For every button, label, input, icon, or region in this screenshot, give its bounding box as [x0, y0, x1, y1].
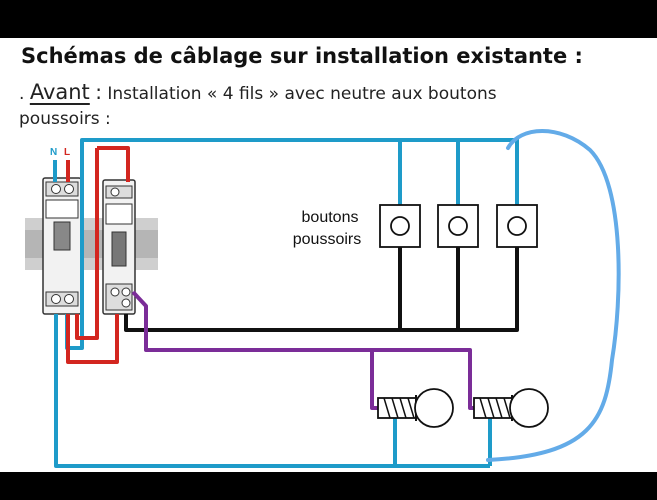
hand-drawn-neutral-wire [486, 129, 621, 462]
lamp-2 [473, 388, 549, 428]
subtitle-keyword: Avant [29, 80, 90, 104]
bottom-black-bar [0, 472, 657, 500]
control-wires [124, 246, 519, 332]
top-black-bar [0, 0, 657, 38]
circuit-breaker [42, 177, 82, 315]
subtitle-separator: : [95, 80, 102, 104]
telerupteur [102, 179, 136, 315]
subtitle-prefix: . [19, 84, 25, 104]
page-subtitle: . Avant : Installation « 4 fils » avec n… [19, 80, 579, 132]
pushbutton-label-line2: poussoirs [293, 231, 361, 248]
terminal-l-label: L [64, 147, 70, 158]
lamp-1 [377, 388, 454, 428]
page-title: Schémas de câblage sur installation exis… [21, 44, 583, 68]
subtitle-text: Installation « 4 fils » avec neutre aux … [19, 84, 497, 129]
terminal-n-label: N [50, 147, 57, 158]
pushbutton-label-line1: boutons [302, 209, 359, 226]
phase-wires [66, 146, 130, 364]
push-button-2 [437, 204, 479, 248]
push-button-3 [496, 204, 538, 248]
push-button-1 [379, 204, 421, 248]
